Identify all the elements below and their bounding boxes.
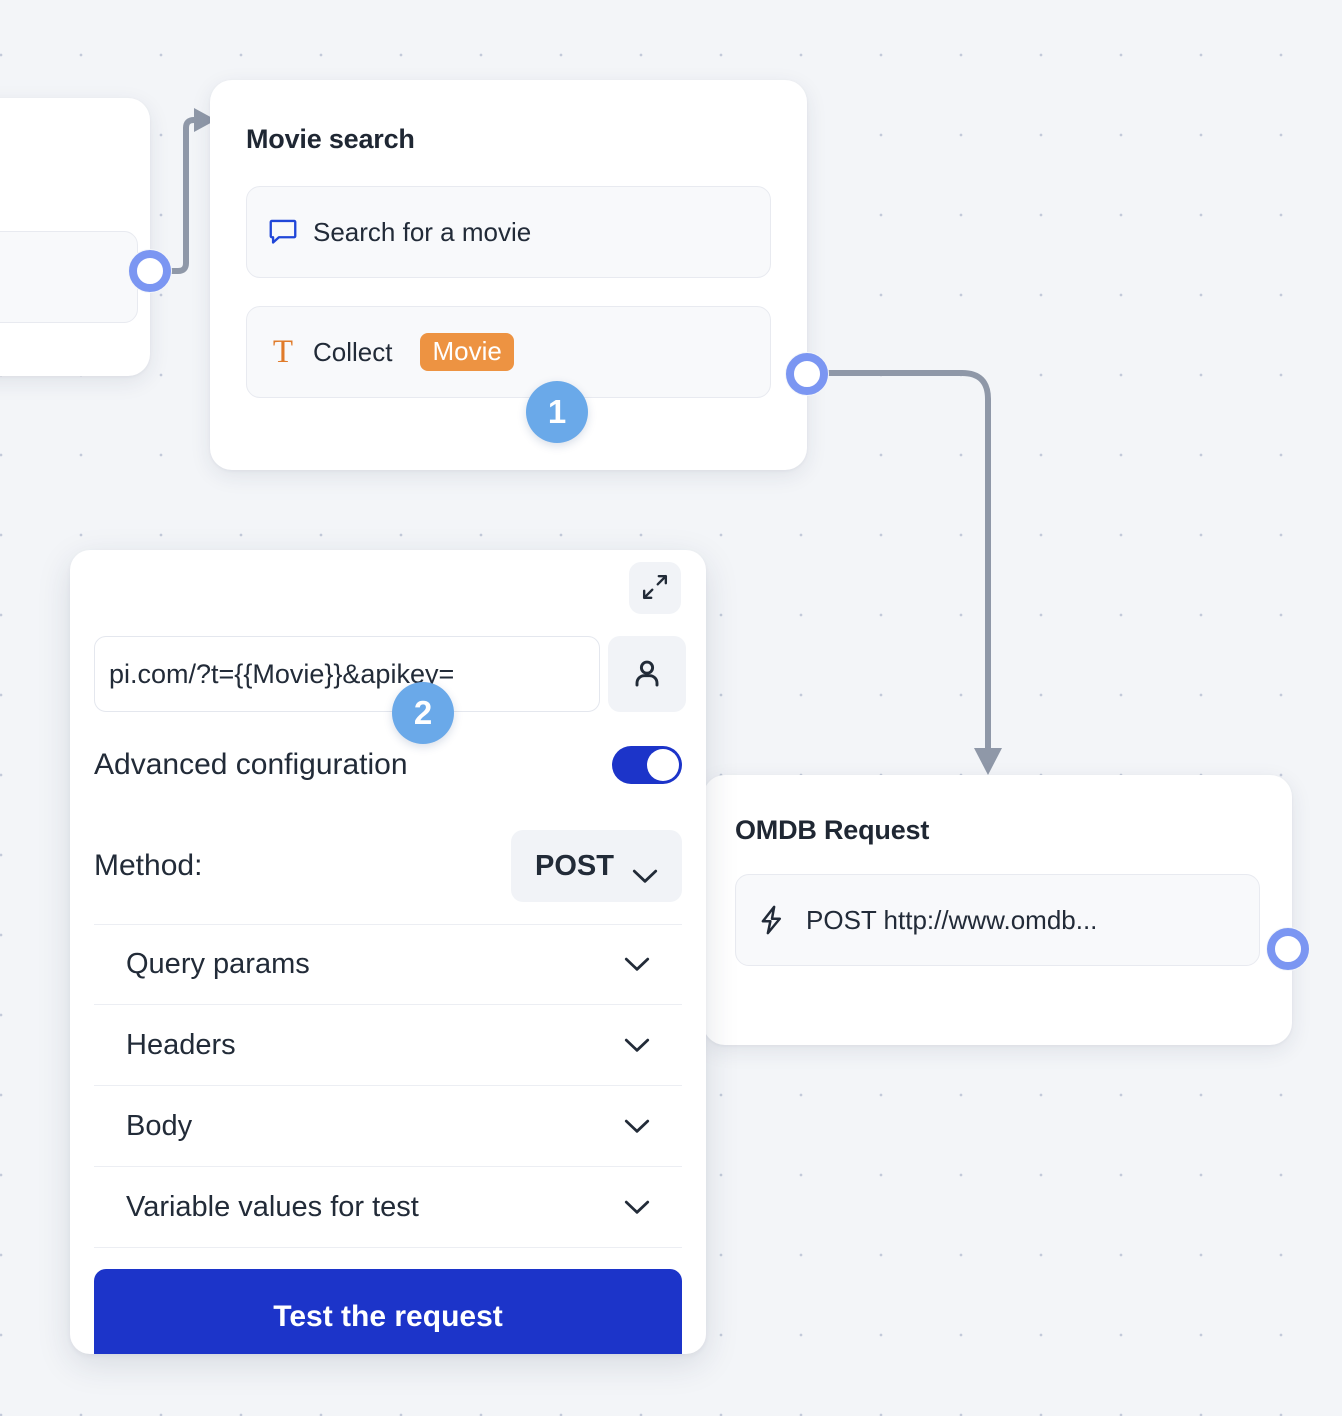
node-row-label: POST http://www.omdb... bbox=[806, 904, 1098, 935]
request-sections-accordion: Query params Headers Body Variable value… bbox=[94, 924, 682, 1248]
person-icon bbox=[631, 657, 663, 692]
connector-handle-partial-output[interactable] bbox=[128, 249, 172, 293]
connector-handle-movie-search-output[interactable] bbox=[785, 352, 829, 396]
node-row-post-request[interactable]: POST http://www.omdb... bbox=[735, 874, 1260, 966]
chevron-down-icon bbox=[624, 957, 650, 972]
chevron-down-icon bbox=[624, 1038, 650, 1053]
node-row-search-for-a-movie[interactable]: Search for a movie bbox=[246, 186, 771, 278]
method-label: Method: bbox=[94, 849, 203, 882]
node-omdb-request[interactable]: OMDB Request POST http://www.omdb... bbox=[703, 775, 1292, 1045]
variable-chip-movie[interactable]: Movie bbox=[420, 332, 514, 372]
edge-arrowhead-omdb bbox=[974, 748, 1002, 775]
accordion-label: Body bbox=[126, 1109, 193, 1142]
node-row-collect-movie[interactable]: T Collect Movie bbox=[246, 306, 771, 398]
step-badge-2: 2 bbox=[392, 682, 454, 744]
expand-diagonal-icon bbox=[642, 574, 668, 603]
connector-handle-omdb-output[interactable] bbox=[1266, 927, 1310, 971]
accordion-label: Query params bbox=[126, 948, 310, 980]
chevron-down-icon bbox=[624, 1200, 650, 1215]
method-selected-value: POST bbox=[535, 849, 614, 882]
node-title-omdb-request: OMDB Request bbox=[735, 815, 930, 845]
chevron-down-icon bbox=[624, 1119, 650, 1134]
advanced-configuration-row: Advanced configuration bbox=[94, 746, 682, 784]
request-url-input[interactable] bbox=[94, 636, 600, 712]
edge-partial-to-movie bbox=[169, 117, 199, 274]
accordion-label: Headers bbox=[126, 1028, 236, 1061]
method-select[interactable]: POST bbox=[511, 830, 682, 902]
accordion-item-body[interactable]: Body bbox=[94, 1086, 682, 1167]
edge-movie-to-omdb bbox=[826, 370, 991, 755]
accordion-item-headers[interactable]: Headers bbox=[94, 1005, 682, 1086]
advanced-configuration-label: Advanced configuration bbox=[94, 748, 408, 781]
node-title-movie-search: Movie search bbox=[246, 124, 415, 154]
advanced-configuration-toggle[interactable] bbox=[612, 746, 682, 784]
node-row-label: Search for a movie bbox=[313, 216, 532, 247]
expand-panel-button[interactable] bbox=[629, 562, 681, 614]
url-row bbox=[94, 636, 686, 712]
chevron-down-icon bbox=[632, 859, 658, 883]
node-row-label: Collect bbox=[313, 336, 393, 367]
test-the-request-button[interactable]: Test the request bbox=[94, 1269, 682, 1354]
accordion-item-query-params[interactable]: Query params bbox=[94, 924, 682, 1005]
method-row: Method: POST bbox=[94, 830, 682, 902]
accordion-label: Variable values for test bbox=[126, 1190, 419, 1223]
speech-bubble-icon bbox=[269, 219, 297, 245]
text-t-icon: T bbox=[272, 333, 294, 370]
user-variables-button[interactable] bbox=[608, 636, 686, 712]
accordion-item-variable-values-for-test[interactable]: Variable values for test bbox=[94, 1167, 682, 1248]
partial-node-row bbox=[0, 231, 138, 323]
partial-node[interactable] bbox=[0, 98, 150, 376]
step-badge-1: 1 bbox=[526, 381, 588, 443]
request-config-panel: Advanced configuration Method: POST Quer… bbox=[70, 550, 706, 1354]
node-movie-search[interactable]: Movie search Search for a movie T Collec… bbox=[210, 80, 807, 470]
lightning-bolt-icon bbox=[758, 905, 784, 935]
